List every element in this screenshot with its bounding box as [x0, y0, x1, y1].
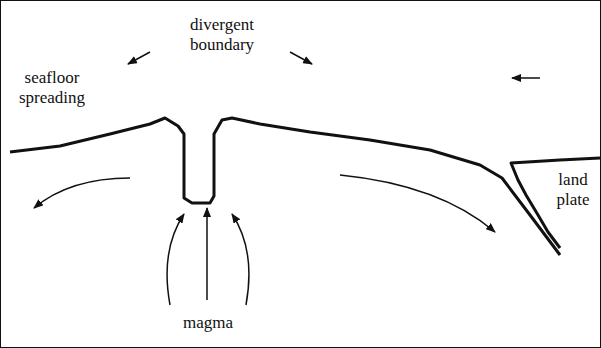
land-plate-edge: [511, 158, 600, 248]
spreading-arrow-left: [128, 52, 150, 64]
spreading-arrow-right: [290, 52, 312, 64]
oceanic-crust: [10, 118, 560, 255]
plate-motion-arrow: [512, 77, 540, 79]
plate-label: land plate: [549, 170, 597, 210]
magma-arrow-center: [206, 208, 208, 300]
magma-label: magma: [163, 313, 253, 333]
mantle-flow-right: [340, 175, 495, 232]
spreading-label: seafloor spreading: [10, 68, 94, 108]
boundary-label: divergent boundary: [176, 15, 268, 55]
mantle-flow-left: [34, 178, 130, 208]
magma-arrow-left: [167, 214, 184, 305]
magma-arrow-right: [232, 214, 249, 305]
